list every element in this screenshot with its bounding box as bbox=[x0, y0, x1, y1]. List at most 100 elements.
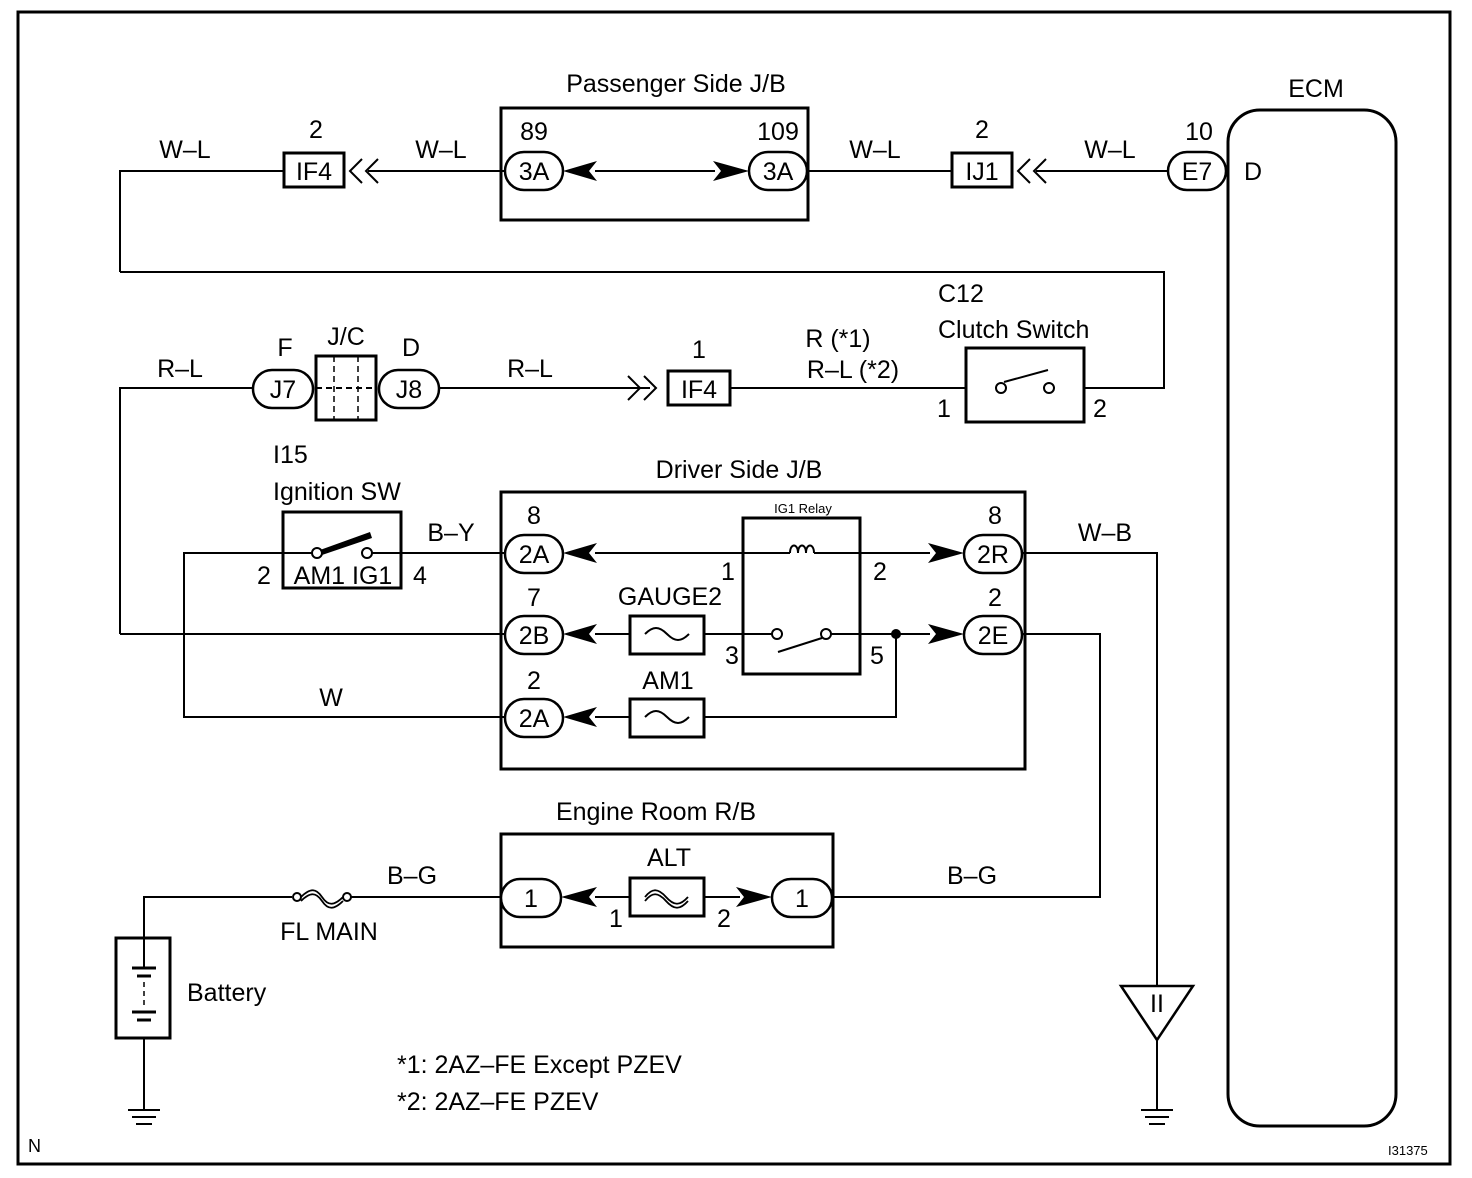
ground-ii-icon: II bbox=[1118, 984, 1196, 1125]
wire-label-w-l-3: W–L bbox=[849, 136, 901, 164]
engine-room-rb: Engine Room R/B 1 ALT 1 2 1 bbox=[499, 798, 835, 949]
arrow-left-icon bbox=[563, 707, 597, 727]
connector-ij1: IJ1 bbox=[965, 158, 998, 186]
connector-3a-left: 3A bbox=[519, 158, 550, 186]
pin-2-ij1: 2 bbox=[975, 116, 989, 144]
ecm-block: ECM bbox=[1226, 75, 1398, 1128]
wire-label-w: W bbox=[319, 684, 343, 712]
ign-pin-4: 4 bbox=[413, 562, 427, 590]
wire-label-b-g-right: B–G bbox=[947, 862, 997, 890]
ig1-relay-title: IG1 Relay bbox=[774, 501, 832, 516]
wire-label-r-l-2: R–L bbox=[507, 355, 553, 383]
pin-109: 109 bbox=[757, 118, 799, 146]
wire-label-r-star1: R (*1) bbox=[805, 325, 870, 353]
fuse-gauge2: GAUGE2 bbox=[618, 583, 722, 611]
arrow-left-icon bbox=[561, 887, 597, 907]
pin-2-2e: 2 bbox=[988, 584, 1002, 612]
ign-pin-2: 2 bbox=[257, 562, 271, 590]
connector-2r: 2R bbox=[977, 541, 1009, 569]
driver-jb: Driver Side J/B 8 2A 2R 8 IG1 Relay 1 2 … bbox=[499, 456, 1027, 771]
chevron-left-icon bbox=[348, 158, 379, 184]
arrow-right-icon bbox=[736, 887, 772, 907]
alt-pin-1: 1 bbox=[609, 905, 623, 933]
fuse-am1: AM1 bbox=[642, 667, 693, 695]
connector-1-right: 1 bbox=[795, 885, 809, 913]
chevron-left-icon bbox=[1016, 158, 1047, 184]
wire-label-b-y: B–Y bbox=[427, 519, 475, 547]
relay-pin-1: 1 bbox=[721, 558, 735, 586]
connector-1-left: 1 bbox=[524, 885, 538, 913]
ignition-contact-icon bbox=[320, 532, 372, 555]
arrow-left-icon bbox=[563, 161, 597, 181]
arrow-right-icon bbox=[713, 161, 749, 181]
pin-d-ecm: D bbox=[1244, 158, 1262, 186]
connector-if4-mid: IF4 bbox=[681, 376, 717, 404]
battery-icon bbox=[114, 936, 172, 1110]
fl-main-fuse-icon bbox=[292, 889, 352, 909]
relay-pin-2: 2 bbox=[873, 558, 887, 586]
ign-code: I15 bbox=[273, 441, 308, 469]
arrow-right-icon bbox=[928, 624, 964, 644]
connector-2a-bottom: 2A bbox=[519, 705, 550, 733]
clutch-name: Clutch Switch bbox=[938, 316, 1089, 344]
ign-terminals: AM1 IG1 bbox=[294, 562, 393, 590]
alt-fuse-icon bbox=[644, 889, 689, 909]
fuse-icon bbox=[644, 627, 690, 641]
pin-8-right: 8 bbox=[988, 502, 1002, 530]
driver-jb-title: Driver Side J/B bbox=[656, 456, 823, 484]
fuse-alt: ALT bbox=[647, 844, 691, 872]
wire-label-w-l-1: W–L bbox=[159, 136, 211, 164]
clutch-pin-1: 1 bbox=[937, 395, 951, 423]
pin-f: F bbox=[277, 334, 292, 362]
clutch-code: C12 bbox=[938, 280, 984, 308]
wire-label-r-l-1: R–L bbox=[157, 355, 203, 383]
connector-j8: J8 bbox=[396, 376, 422, 404]
corner-n: N bbox=[28, 1136, 41, 1156]
wire-label-w-l-2: W–L bbox=[415, 136, 467, 164]
pin-7: 7 bbox=[527, 584, 541, 612]
connector-if4-top: IF4 bbox=[296, 158, 332, 186]
clutch-pin-2: 2 bbox=[1093, 395, 1107, 423]
switch-contact-icon bbox=[1003, 369, 1049, 383]
fuse-icon bbox=[644, 710, 690, 724]
alt-pin-2: 2 bbox=[717, 905, 731, 933]
pin-8-left: 8 bbox=[527, 502, 541, 530]
outer-frame bbox=[16, 10, 1452, 1166]
relay-pin-5: 5 bbox=[870, 642, 884, 670]
pin-d-j8: D bbox=[402, 334, 420, 362]
battery-label: Battery bbox=[187, 979, 267, 1007]
passenger-jb-title: Passenger Side J/B bbox=[566, 70, 786, 98]
relay-contact-icon bbox=[777, 637, 823, 653]
jc-title: J/C bbox=[327, 323, 365, 351]
pin-2-2a: 2 bbox=[527, 667, 541, 695]
connector-2e: 2E bbox=[978, 622, 1009, 650]
relay-pin-3: 3 bbox=[725, 642, 739, 670]
ignition-switch: I15 Ignition SW AM1 IG1 2 4 bbox=[257, 441, 427, 590]
note-2: *2: 2AZ–FE PZEV bbox=[397, 1088, 599, 1116]
connector-2b: 2B bbox=[519, 622, 550, 650]
ign-name: Ignition SW bbox=[273, 478, 401, 506]
fl-main-label: FL MAIN bbox=[280, 918, 378, 946]
pin-1-if4: 1 bbox=[692, 336, 706, 364]
engine-rb-title: Engine Room R/B bbox=[556, 798, 756, 826]
wire-label-b-g-left: B–G bbox=[387, 862, 437, 890]
clutch-switch: C12 Clutch Switch 1 2 bbox=[937, 280, 1107, 424]
wire-label-rl-star2: R–L (*2) bbox=[807, 356, 899, 384]
junction-connector: J/C bbox=[314, 323, 378, 422]
ecm-title: ECM bbox=[1288, 75, 1344, 103]
wire-label-w-b: W–B bbox=[1078, 519, 1132, 547]
arrow-left-icon bbox=[563, 624, 597, 644]
pin-89: 89 bbox=[520, 118, 548, 146]
pin-2-if4: 2 bbox=[309, 116, 323, 144]
connector-j7: J7 bbox=[270, 376, 296, 404]
relay-coil-icon bbox=[789, 544, 815, 554]
pin-10: 10 bbox=[1185, 118, 1213, 146]
connector-2a-top: 2A bbox=[519, 541, 550, 569]
connector-3a-right: 3A bbox=[763, 158, 794, 186]
wire-label-w-l-4: W–L bbox=[1084, 136, 1136, 164]
arrow-left-icon bbox=[563, 543, 597, 563]
passenger-jb: Passenger Side J/B 89 109 3A 3A bbox=[499, 70, 810, 222]
arrow-right-icon bbox=[928, 543, 964, 563]
connector-e7: E7 bbox=[1182, 158, 1213, 186]
